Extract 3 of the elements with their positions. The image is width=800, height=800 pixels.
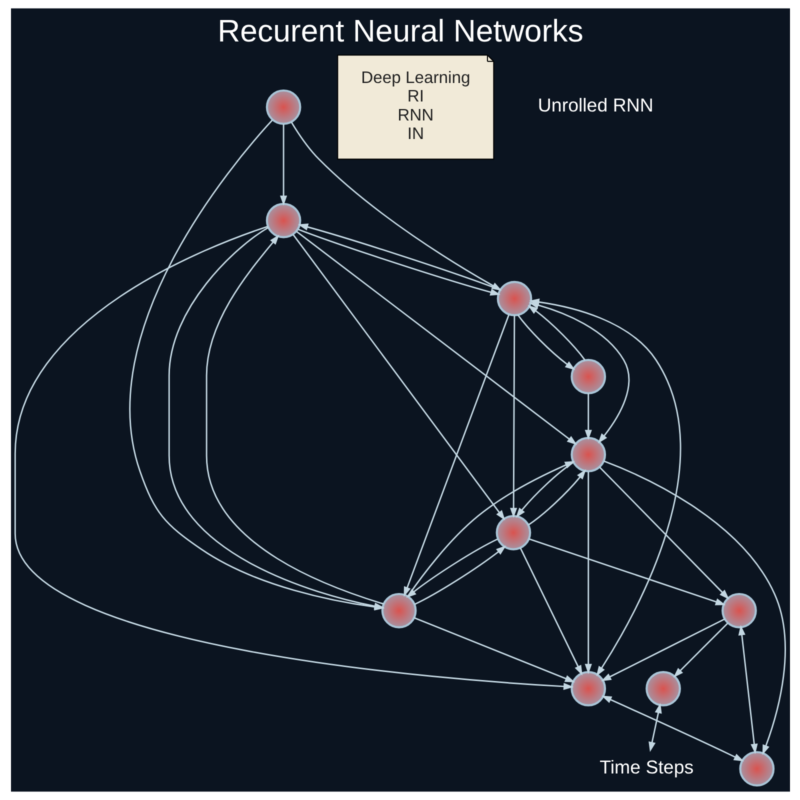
diagram-title: Recurent Neural Networks xyxy=(217,14,583,49)
label: Unrolled RNN xyxy=(537,94,653,116)
node-text: Time Steps xyxy=(599,756,694,778)
